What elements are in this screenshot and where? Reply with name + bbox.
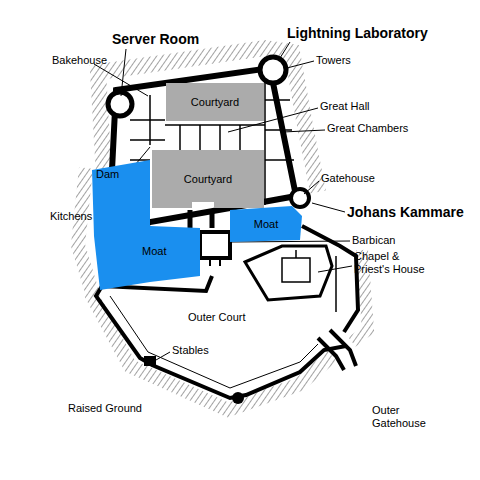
leader-lines-part <box>121 49 126 96</box>
moat-area: DamMoat <box>86 156 202 292</box>
area-label: Courtyard <box>184 173 232 185</box>
rampart-hatching-part <box>90 292 332 410</box>
courtyard-area: Courtyard <box>152 150 264 208</box>
moat-area-shape <box>230 206 302 242</box>
chapel-structure-part <box>282 250 310 282</box>
part-label: Outer Gatehouse <box>372 404 432 429</box>
part-label: Great Chambers <box>327 122 408 135</box>
area-label: Dam <box>96 168 119 180</box>
part-label: Great Hall <box>320 100 370 113</box>
part-label: Outer Court <box>188 311 245 324</box>
barbican-structure-part <box>200 232 230 258</box>
outer-wall-part <box>144 356 156 366</box>
part-label: Stables <box>172 344 209 357</box>
towers-part <box>260 57 286 83</box>
courtyard-area-shape <box>166 83 264 121</box>
leader-lines-part <box>156 352 170 360</box>
chapel-structure-part <box>302 226 358 332</box>
part-label: Barbican <box>352 234 395 247</box>
moat-area-shape <box>92 160 200 290</box>
chapel-structure-part <box>335 256 337 312</box>
outer-wall-part <box>232 392 244 404</box>
chapel-structure-part <box>245 246 332 300</box>
area-label: Moat <box>142 245 166 257</box>
towers-part <box>108 92 132 116</box>
part-label: Chapel & Priest's House <box>354 250 436 275</box>
part-label: Raised Ground <box>68 402 142 415</box>
leader-lines-part <box>94 64 148 96</box>
part-label: Bakehouse <box>52 54 107 67</box>
area-label: Courtyard <box>191 96 239 108</box>
outer-gatehouse-structure <box>318 330 356 370</box>
part-label: Kitchens <box>50 210 92 223</box>
room-callout: Server Room <box>112 31 199 47</box>
leader-lines-part <box>318 266 352 272</box>
barbican-structure-part <box>210 258 220 266</box>
leader-lines-part <box>283 130 325 132</box>
room-callout: Lightning Laboratory <box>287 25 428 41</box>
leader-lines-part <box>287 61 314 68</box>
leader-lines-part <box>280 42 290 58</box>
part-label: Gatehouse <box>321 172 375 185</box>
rampart-hatching-part <box>78 168 92 292</box>
part-label: Towers <box>316 54 351 67</box>
area-label: Moat <box>254 218 278 230</box>
courtyard-area: Courtyard <box>166 83 264 121</box>
courtyard-area-shape <box>152 150 264 208</box>
barbican-structure <box>200 232 230 266</box>
leader-lines-part <box>304 181 319 194</box>
outer-wall-part <box>110 296 318 388</box>
leader-lines-part <box>312 203 345 212</box>
room-callout: Johans Kammare <box>347 204 464 220</box>
outer-gatehouse-structure-part <box>318 330 356 370</box>
keep-walls-part <box>190 210 212 228</box>
moat-area: Moat <box>230 206 302 242</box>
